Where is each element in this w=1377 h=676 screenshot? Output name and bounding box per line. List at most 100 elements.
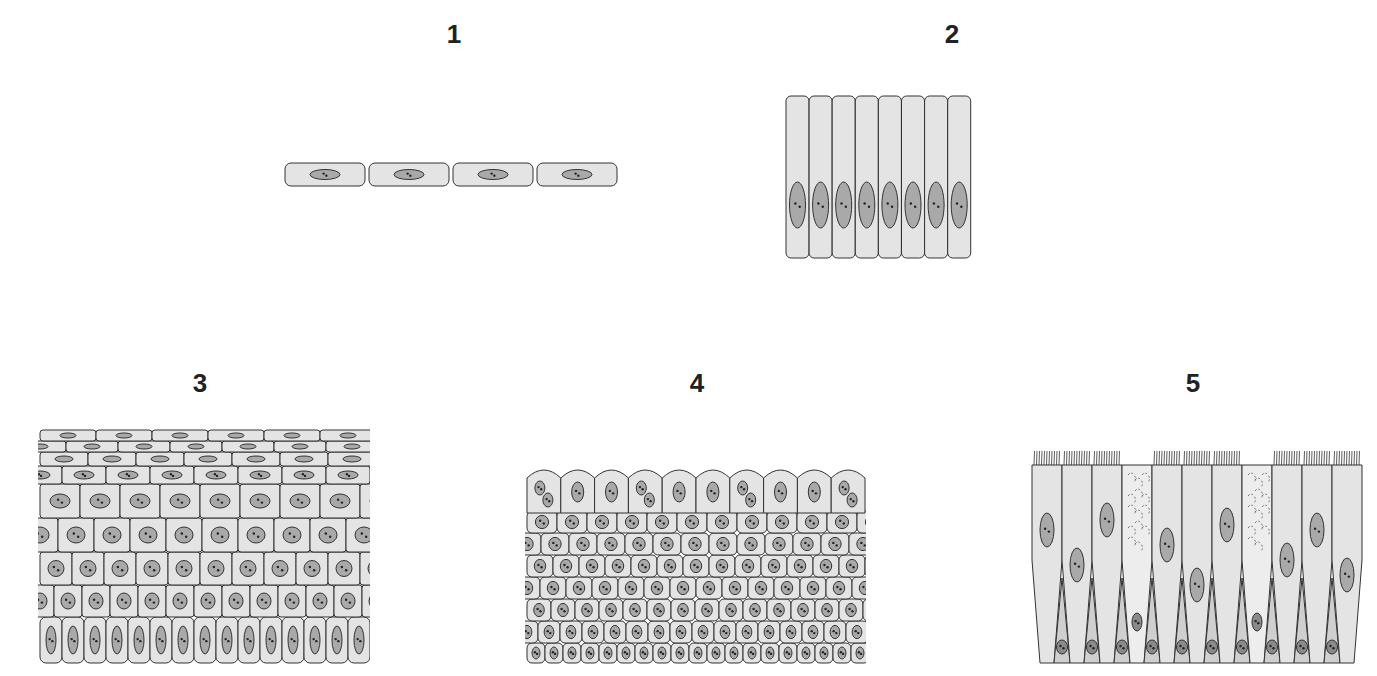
nucleolus — [1152, 647, 1154, 649]
nucleolus — [779, 544, 781, 546]
cell — [832, 96, 855, 258]
nucleolus — [788, 653, 790, 655]
nucleus — [742, 559, 753, 572]
cell — [865, 555, 866, 577]
nucleolus — [660, 651, 662, 653]
nucleolus — [752, 608, 754, 610]
nucleolus — [602, 586, 604, 588]
nucleolus — [560, 608, 562, 610]
cell — [527, 511, 557, 533]
nucleolus — [628, 586, 630, 588]
nucleolus — [101, 501, 103, 503]
nucleolus — [317, 599, 319, 601]
nucleolus — [654, 586, 656, 588]
mucus-granule — [1248, 473, 1256, 482]
nucleolus — [205, 640, 207, 642]
nucleus — [633, 537, 645, 550]
nucleus — [117, 593, 131, 609]
nucleus — [118, 471, 138, 479]
nucleolus — [345, 569, 347, 571]
cell — [736, 621, 758, 643]
nucleolus — [639, 486, 641, 488]
nucleolus — [845, 206, 847, 208]
nucleolus — [346, 473, 348, 475]
cell — [38, 585, 54, 617]
nucleolus — [536, 608, 538, 610]
nucleus — [565, 515, 578, 528]
nucleolus — [237, 601, 239, 603]
cell — [138, 585, 166, 617]
cell — [240, 484, 280, 518]
cell — [851, 643, 866, 663]
nucleus — [859, 581, 866, 594]
nucleus — [738, 481, 748, 495]
nucleolus — [341, 566, 343, 568]
cilium — [1356, 451, 1358, 465]
nucleolus — [960, 206, 962, 208]
cell — [274, 518, 310, 552]
nucleolus — [732, 651, 734, 653]
cell — [725, 643, 743, 663]
cell — [605, 555, 631, 577]
nucleolus — [748, 566, 750, 568]
cilium — [1309, 451, 1311, 465]
cell — [625, 533, 653, 555]
nucleolus — [1288, 560, 1290, 562]
cilium — [1104, 451, 1106, 465]
nucleolus — [249, 640, 251, 642]
cilium — [1344, 451, 1346, 465]
nucleus — [784, 647, 792, 659]
nucleolus — [1078, 565, 1080, 567]
nucleus — [558, 603, 569, 616]
cell — [260, 617, 282, 663]
nucleolus — [205, 599, 207, 601]
nucleus — [562, 170, 592, 180]
nucleolus — [527, 632, 529, 634]
nucleus — [833, 581, 844, 594]
panel-number: 3 — [193, 370, 207, 396]
nucleolus — [181, 601, 183, 603]
nucleolus — [233, 599, 235, 601]
nucleolus — [835, 632, 837, 634]
cell — [168, 552, 200, 585]
cell — [525, 533, 541, 555]
nucleolus — [322, 172, 324, 174]
mucus-granule — [1142, 526, 1150, 535]
cell — [66, 441, 118, 452]
cilium — [1336, 451, 1338, 465]
nucleus — [859, 182, 875, 228]
cell — [541, 533, 569, 555]
nucleus — [905, 182, 921, 228]
nucleolus — [680, 653, 682, 655]
cilium — [1206, 451, 1208, 465]
nucleolus — [840, 202, 842, 204]
nucleus — [90, 626, 100, 654]
cell — [194, 585, 222, 617]
nucleolus — [1257, 622, 1259, 624]
cell — [839, 555, 865, 577]
nucleolus — [910, 202, 912, 204]
cell — [296, 552, 328, 585]
nucleolus — [804, 542, 806, 544]
cell — [40, 552, 72, 585]
nucleus — [625, 581, 636, 594]
nucleolus — [768, 651, 770, 653]
nucleus — [139, 527, 157, 543]
nucleolus — [693, 522, 695, 524]
nucleus — [755, 581, 766, 594]
cilium — [1306, 451, 1308, 465]
nucleolus — [713, 492, 715, 494]
cell — [200, 552, 232, 585]
nucleolus — [552, 542, 554, 544]
nucleus — [478, 170, 508, 180]
nucleolus — [734, 653, 736, 655]
nucleolus — [249, 569, 251, 571]
cilium — [1096, 451, 1098, 465]
nucleus — [176, 561, 192, 577]
nucleolus — [1044, 528, 1046, 530]
nucleolus — [615, 632, 617, 634]
nucleolus — [680, 492, 682, 494]
nucleolus — [748, 542, 750, 544]
nucleus — [211, 527, 229, 543]
